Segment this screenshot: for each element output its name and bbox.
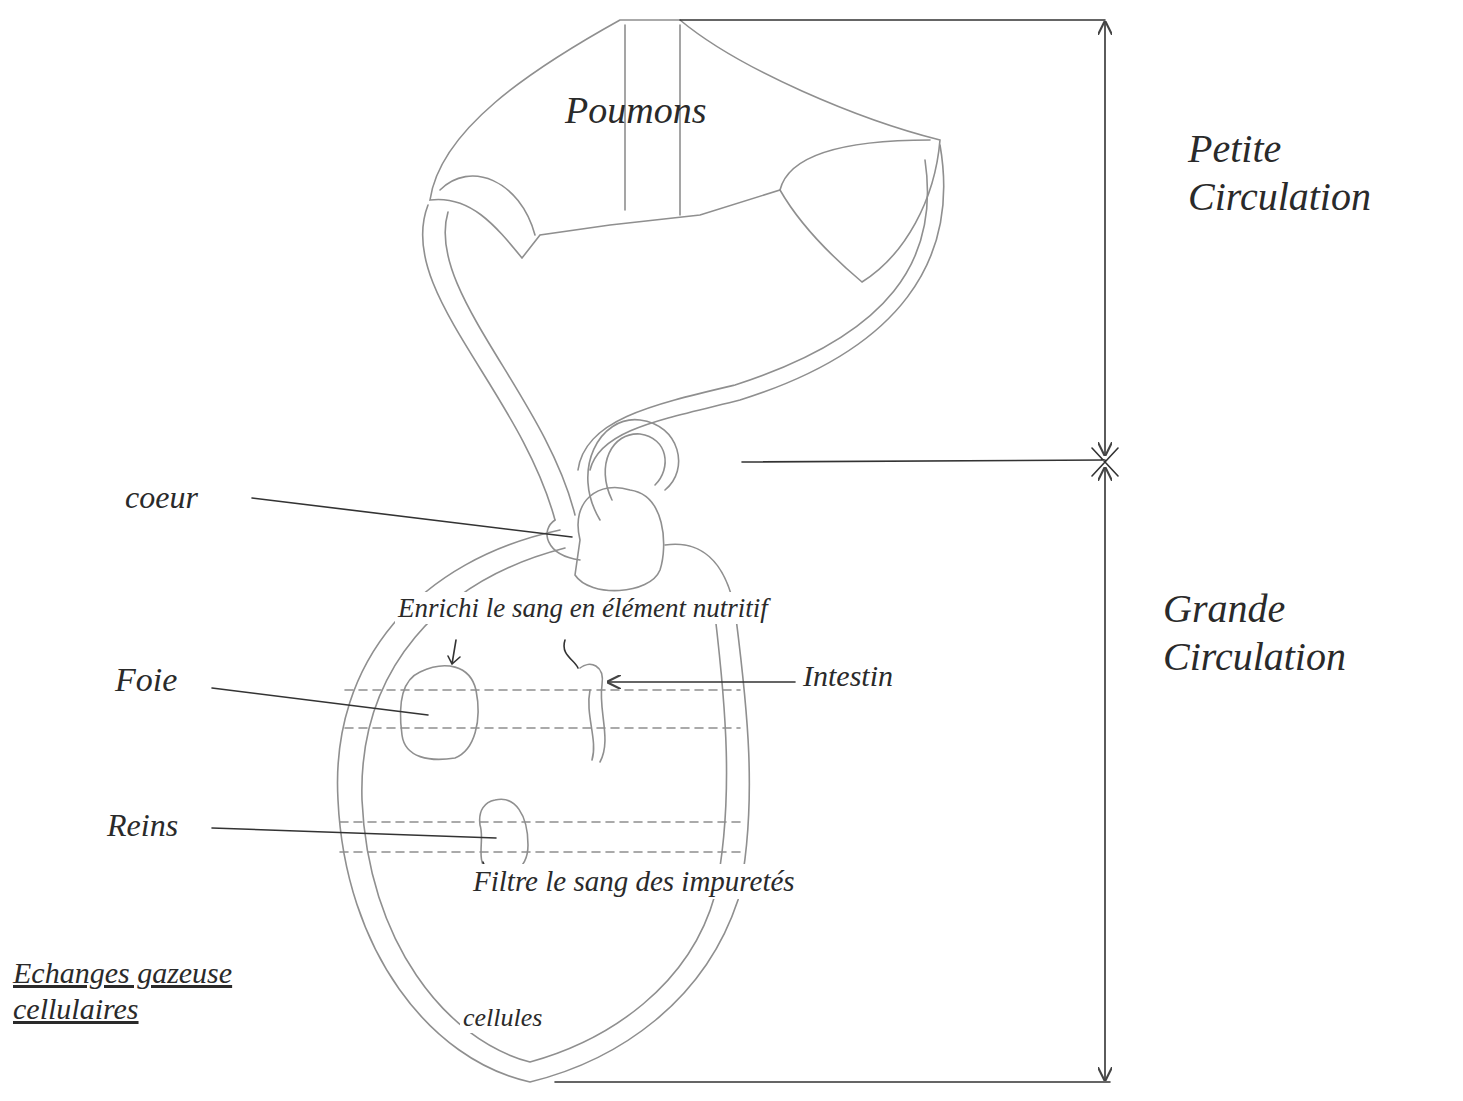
body-loop [362, 548, 727, 1062]
heart [575, 487, 664, 590]
pulmonary-vessel [423, 205, 555, 520]
leader-arrow [608, 681, 795, 683]
lungs-inner [440, 25, 930, 235]
intestine [580, 664, 605, 762]
annotation-label: Petite Circulation [1185, 125, 1461, 221]
leader-tick [448, 640, 460, 664]
annotation-label: Filtre le sang des impuretés [470, 864, 798, 899]
annotation-label: Reins [104, 806, 181, 844]
heart-arch [588, 420, 679, 520]
organ-label-box: Poumons [565, 88, 706, 132]
annotation-label: Echanges gazeuse cellulaires [10, 955, 251, 1027]
leader-line [252, 498, 572, 537]
leader-line [212, 828, 496, 838]
annotation-label: Grande Circulation [1160, 585, 1451, 681]
range-bracket [1104, 22, 1106, 455]
leader-line [212, 688, 428, 715]
annotation-label: Foie [112, 660, 180, 701]
leader-tick [564, 640, 578, 668]
annotation-label: cellules [460, 1002, 545, 1033]
organ-name: Poumons [565, 88, 706, 132]
bracket-tick [555, 20, 1118, 1082]
pulmonary-vessel [445, 212, 575, 515]
range-bracket [1104, 468, 1106, 1080]
annotation-label: Intestin [800, 658, 896, 694]
pulmonary-vessel [578, 160, 928, 470]
annotation-label: coeur [122, 478, 201, 516]
heart-vessel [547, 520, 580, 560]
lungs-outline [430, 20, 940, 282]
dashed-vessel [340, 690, 742, 852]
heart-arch [605, 434, 665, 500]
annotation-label: Enrichi le sang en élément nutritif [395, 592, 771, 624]
